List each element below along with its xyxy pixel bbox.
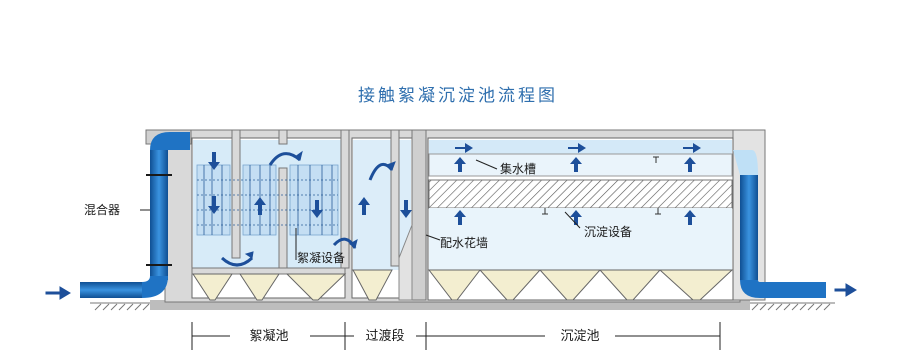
baffle-4 [340,129,350,269]
distribution-wall [411,129,427,301]
zone-label-bg-2 [354,326,416,344]
zone-flocculation: 絮凝池 [249,328,288,344]
label-settling-device: 沉淀设备 [584,225,632,239]
settling-media [428,179,733,209]
ground-hatch-left [90,302,150,311]
zone-label-bg-1 [230,326,310,344]
sedimentation-hoppers [427,269,734,301]
baffle-1 [231,129,241,259]
label-flocculation-device: 絮凝设备 [297,250,345,265]
transition-hopper [352,269,393,301]
baffle-floor [191,267,346,275]
label-mixer: 混合器 [84,202,120,217]
transition-wall [390,129,400,267]
baffle-3 [278,167,288,269]
collector-trough [428,153,733,177]
zone-sedimentation: 沉淀池 [560,329,599,344]
ground-base [150,300,750,310]
diagram-title: 接触絮凝沉淀池流程图 [358,86,558,106]
label-collector-trough: 集水槽 [500,161,536,176]
zone-transition: 过渡段 [365,328,404,344]
sedimentation-tick-marks [542,156,661,215]
ground-hatch-right [750,302,835,311]
sedimentation-water-bottom [429,208,732,270]
label-distribution-wall: 配水花墙 [440,235,488,250]
outlet-pipe [733,150,826,298]
distribution-wall-slope [398,224,413,301]
baffle-2 [278,129,288,145]
zone-label-bg-3 [545,326,615,344]
leader-lines [140,159,581,260]
flocculation-hoppers [192,273,347,301]
inlet-pipe [80,132,190,298]
flow-arrows [45,143,857,300]
